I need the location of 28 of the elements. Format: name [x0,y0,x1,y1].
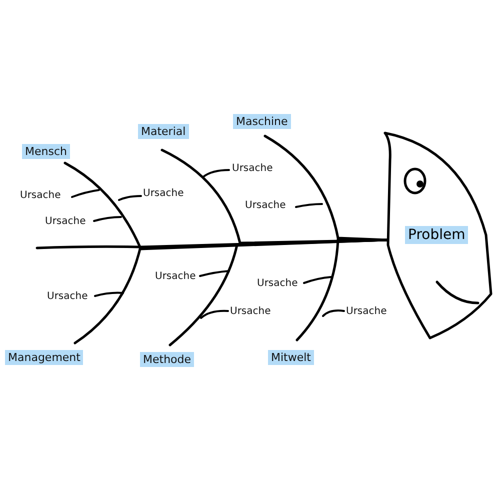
branch-line [199,270,230,277]
cause-label: Ursache [257,277,298,291]
branch-line [200,310,229,319]
branch-line [118,195,142,201]
branch-line [202,169,230,178]
category-label: Mitwelt [268,350,314,365]
category-label: Material [138,124,189,139]
branch-line [71,189,100,198]
branch-line [303,276,332,284]
category-label: Mensch [22,144,70,159]
cause-label: Ursache [245,199,286,213]
cause-label: Ursache [47,290,88,304]
cause-label: Ursache [232,162,273,176]
bone-line [264,134,388,242]
problem-label: Problem [405,226,468,244]
cause-label: Ursache [155,270,196,284]
category-label: Maschine [233,114,291,129]
cause-label: Ursache [230,305,271,319]
cause-label: Ursache [143,187,184,201]
branch-line [322,310,345,317]
cause-label: Ursache [346,305,387,319]
cause-label: Ursache [45,215,86,229]
category-label: Management [5,350,84,365]
branch-line [93,216,122,222]
cause-label: Ursache [20,189,61,203]
branch-line [295,203,323,208]
branch-line [94,292,124,297]
category-label: Methode [140,352,194,367]
